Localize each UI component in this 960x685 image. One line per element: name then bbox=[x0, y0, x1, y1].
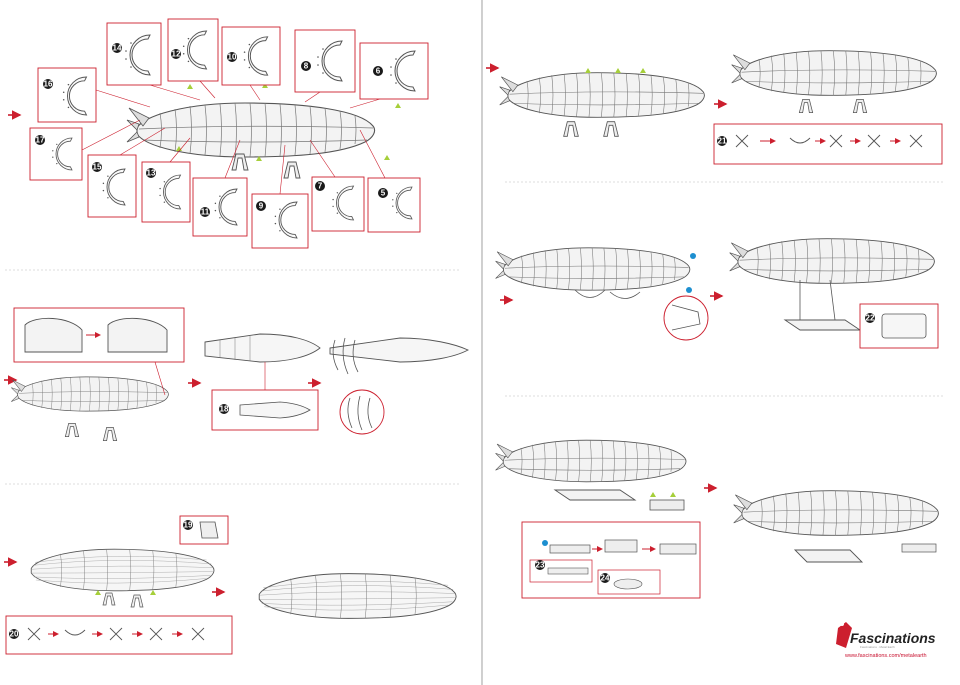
brand-name: Fascinations bbox=[850, 630, 936, 646]
step-number: 5 bbox=[381, 189, 386, 198]
step-number: 20 bbox=[10, 630, 19, 639]
step-number: 10 bbox=[228, 53, 237, 62]
step-number: 18 bbox=[220, 405, 229, 414]
brand-url[interactable]: www.fascinations.com/metalearth bbox=[844, 653, 927, 659]
step-number: 14 bbox=[113, 44, 122, 53]
step-number: 8 bbox=[304, 62, 309, 71]
step-number: 23 bbox=[536, 561, 545, 570]
detail-circle bbox=[664, 296, 708, 340]
step-number: 22 bbox=[866, 314, 875, 323]
step-number: 9 bbox=[259, 202, 264, 211]
step-number: 24 bbox=[601, 574, 610, 583]
step-number: 15 bbox=[93, 163, 102, 172]
step-number: 7 bbox=[318, 182, 323, 191]
callout-box bbox=[714, 124, 942, 164]
section-nose-tail: 18 bbox=[4, 308, 468, 441]
callout-box bbox=[6, 616, 232, 654]
step-number: 16 bbox=[44, 80, 53, 89]
step-number: 6 bbox=[376, 67, 381, 76]
step-number: 13 bbox=[147, 169, 156, 178]
step-number: 21 bbox=[718, 137, 727, 146]
step-number: 19 bbox=[184, 521, 193, 530]
section-r1: 21 bbox=[486, 51, 942, 164]
section-skin: 19 20 bbox=[4, 516, 456, 654]
section-r2: 22 bbox=[496, 239, 938, 348]
brand-logo: Fascinations Fascinations · Metal Earth … bbox=[836, 622, 936, 659]
section-ribs: 14 12 10 8 6 16 17 15 13 11 9 7 5 bbox=[8, 19, 428, 248]
detail-circle bbox=[340, 390, 384, 434]
step-number: 12 bbox=[172, 50, 181, 59]
step-number: 11 bbox=[201, 208, 210, 217]
step-number: 17 bbox=[36, 136, 45, 145]
brand-tagline: Fascinations · Metal Earth bbox=[860, 645, 895, 649]
section-r3: 23 24 bbox=[496, 440, 939, 598]
